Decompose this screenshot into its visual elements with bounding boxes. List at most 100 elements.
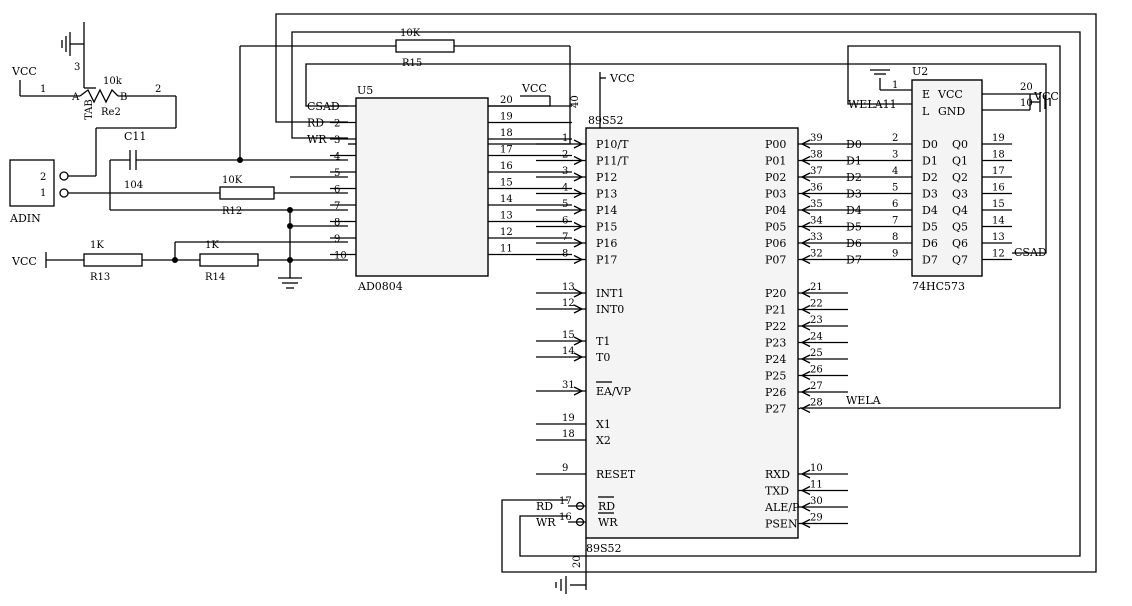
u2-pin-number: 9 bbox=[892, 249, 898, 260]
mcu-pin-label: P06 bbox=[765, 237, 786, 250]
pin-arrow bbox=[800, 304, 811, 315]
mcu-pin-number: 28 bbox=[810, 398, 823, 409]
pin-arrow bbox=[800, 321, 811, 331]
mcu-pin-number: 6 bbox=[562, 216, 568, 227]
mcu-net-label: D0 bbox=[846, 138, 862, 151]
pin-arrow bbox=[573, 336, 584, 346]
mcu-pin-label: P03 bbox=[765, 188, 786, 201]
pin-arrow bbox=[573, 172, 584, 182]
mcu-pin-number: 1 bbox=[562, 133, 568, 144]
resistor-r12: 10K R12 bbox=[219, 175, 348, 217]
u2-pin-number: 8 bbox=[892, 232, 898, 243]
u5-pin-number: 14 bbox=[500, 194, 513, 205]
mcu-pin-label: PSEN bbox=[765, 518, 798, 531]
u5-pin-number: 19 bbox=[500, 112, 513, 123]
pin-bubble bbox=[575, 501, 585, 511]
pin-arrow bbox=[800, 354, 811, 364]
mcu-pin-number: 32 bbox=[810, 249, 823, 260]
svg-text:B: B bbox=[120, 92, 127, 103]
mcu-pin-number: 3 bbox=[562, 166, 568, 177]
svg-text:20: 20 bbox=[1020, 82, 1033, 93]
pin-arrow bbox=[800, 155, 811, 166]
mcu-pin-label: P05 bbox=[765, 221, 786, 234]
pin-arrow bbox=[800, 337, 811, 348]
pin-arrow bbox=[800, 254, 811, 265]
mcu-net-label: D4 bbox=[846, 204, 862, 217]
mcu-pin-label: P23 bbox=[765, 337, 786, 350]
mcu-pin-number: 39 bbox=[810, 133, 823, 144]
u5-pin-number: 9 bbox=[334, 234, 340, 245]
mcu-pin-label: RD bbox=[598, 500, 615, 513]
mcu-pin-label: T0 bbox=[596, 351, 610, 364]
u5-pin-number: 20 bbox=[500, 95, 513, 106]
u5-pin-number: 16 bbox=[500, 161, 513, 172]
mcu-pin-label: P13 bbox=[596, 188, 617, 201]
wela-net: WELA bbox=[846, 394, 882, 407]
mcu-net-label: D5 bbox=[846, 221, 862, 234]
u2-latch: U2 74HC573 E VCC L GND 1 WELA11 20 10 VC… bbox=[848, 65, 1059, 293]
left-vcc: VCC bbox=[11, 255, 37, 268]
svg-text:TAB: TAB bbox=[84, 99, 95, 120]
pin-arrow bbox=[573, 221, 584, 232]
mcu-pin-label: T1 bbox=[596, 335, 610, 348]
u2-pin-label: D0 bbox=[922, 138, 938, 151]
pin-arrow bbox=[800, 387, 811, 397]
u2-pin-label: D2 bbox=[922, 171, 938, 184]
pin-arrow bbox=[800, 288, 811, 298]
mcu-pin-label: P07 bbox=[765, 254, 786, 267]
mcu-pin-label: X1 bbox=[596, 418, 611, 431]
mcu-pin-number: 9 bbox=[562, 463, 568, 474]
u2-pin-label: Q1 bbox=[952, 155, 968, 168]
mcu-pin-label: X2 bbox=[596, 434, 611, 447]
svg-text:2: 2 bbox=[155, 84, 161, 95]
mcu-pin-number: 4 bbox=[562, 183, 568, 194]
mcu-bottom-label: 89S52 bbox=[586, 542, 622, 555]
mcu-pin-number: 8 bbox=[562, 249, 568, 260]
mcu-net-label: D3 bbox=[846, 188, 862, 201]
svg-text:L: L bbox=[922, 105, 930, 118]
svg-text:GND: GND bbox=[938, 105, 965, 118]
mcu-pin-label: P00 bbox=[765, 138, 786, 151]
svg-text:R12: R12 bbox=[222, 206, 242, 217]
u2-pin-label: Q6 bbox=[952, 237, 968, 250]
mcu-pin-number: 21 bbox=[810, 282, 823, 293]
mcu-pin-label: INT1 bbox=[596, 287, 624, 300]
mcu-pin-number: 37 bbox=[810, 166, 823, 177]
u2-pin-number: 7 bbox=[892, 216, 898, 227]
u2-pin-number: 18 bbox=[992, 150, 1005, 161]
mcu-pin-number: 34 bbox=[810, 216, 823, 227]
u5-vcc: VCC bbox=[521, 82, 547, 95]
u2-part: 74HC573 bbox=[912, 280, 965, 293]
mcu-pin-label: P14 bbox=[596, 204, 617, 217]
pin-arrow bbox=[800, 238, 811, 248]
u5-part: AD0804 bbox=[357, 280, 403, 293]
mcu-pin-number: 10 bbox=[810, 463, 823, 474]
resistor-chain: VCC 1K R13 1K R14 bbox=[11, 176, 348, 289]
adin-connector: 2 1 ADIN bbox=[9, 159, 220, 225]
u5-pin-number: 4 bbox=[334, 152, 340, 163]
mcu-pin-label: P20 bbox=[765, 287, 786, 300]
mcu-vcc: VCC bbox=[609, 72, 635, 85]
mcu-pin-number: 31 bbox=[562, 380, 575, 391]
u2-pin-label: Q3 bbox=[952, 188, 968, 201]
svg-text:1: 1 bbox=[40, 84, 46, 95]
pin-arrow bbox=[573, 139, 584, 149]
pot-value: 10k bbox=[103, 76, 123, 87]
u2-pin-number: 4 bbox=[892, 166, 898, 177]
svg-text:10K: 10K bbox=[400, 28, 421, 39]
mcu-pin-number: 5 bbox=[562, 199, 568, 210]
u2-l-label: WELA11 bbox=[848, 98, 897, 111]
mcu-pin-label: P15 bbox=[596, 221, 617, 234]
mcu-pin-label: P22 bbox=[765, 320, 786, 333]
u2-pin-number: 5 bbox=[892, 183, 898, 194]
pin-arrow bbox=[800, 370, 811, 381]
u2-pin-number: 15 bbox=[992, 199, 1005, 210]
mcu-pin-number: 18 bbox=[562, 429, 575, 440]
u5-pin-number: 18 bbox=[500, 128, 513, 139]
pin-bubble bbox=[575, 517, 585, 527]
u5-pin-label: RD bbox=[307, 117, 324, 130]
mcu-pin-label: P16 bbox=[596, 237, 617, 250]
svg-text:A: A bbox=[71, 92, 80, 103]
u5-pin-number: 15 bbox=[500, 178, 513, 189]
